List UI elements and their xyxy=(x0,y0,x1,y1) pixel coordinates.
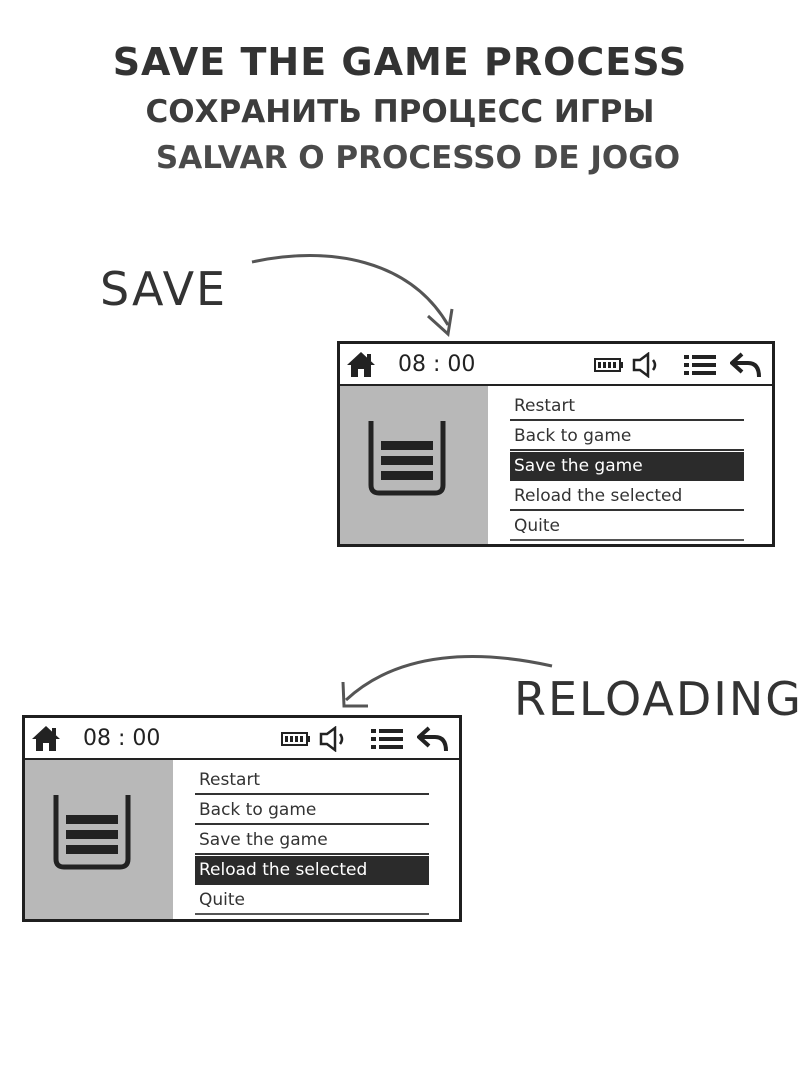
caption-reloading: RELOADING xyxy=(514,672,800,726)
menu-item-save-the-game[interactable]: Save the game xyxy=(510,452,744,481)
menu-item-restart[interactable]: Restart xyxy=(195,766,429,795)
menu-item-save-the-game[interactable]: Save the game xyxy=(195,826,429,855)
heading-english: SAVE THE GAME PROCESS xyxy=(112,40,688,84)
game-list-icon xyxy=(53,795,131,870)
menu-icon[interactable] xyxy=(683,353,717,377)
menu-item-quite[interactable]: Quite xyxy=(510,512,744,541)
menu-item-back-to-game[interactable]: Back to game xyxy=(195,796,429,825)
game-preview-panel xyxy=(25,760,173,919)
home-icon[interactable] xyxy=(345,350,377,378)
menu-item-reload-selected[interactable]: Reload the selected xyxy=(510,482,744,511)
back-arrow-icon[interactable] xyxy=(730,351,762,379)
speaker-icon[interactable] xyxy=(319,726,351,752)
battery-icon xyxy=(594,358,623,372)
game-preview-panel xyxy=(340,386,488,544)
status-bar: 08 : 00 xyxy=(340,344,772,386)
device-screen-save: 08 : 00 Restart Back to g xyxy=(337,341,775,547)
speaker-icon[interactable] xyxy=(632,352,664,378)
clock-time: 08 : 00 xyxy=(398,352,476,377)
battery-icon xyxy=(281,732,310,746)
status-bar: 08 : 00 xyxy=(25,718,459,760)
caption-save: SAVE xyxy=(100,262,228,316)
menu-item-restart[interactable]: Restart xyxy=(510,392,744,421)
pause-menu: Restart Back to game Save the game Reloa… xyxy=(195,766,429,916)
heading-russian: СОХРАНИТЬ ПРОЦЕСС ИГРЫ xyxy=(145,94,655,130)
pause-menu: Restart Back to game Save the game Reloa… xyxy=(510,392,744,542)
menu-item-quite[interactable]: Quite xyxy=(195,886,429,915)
menu-item-back-to-game[interactable]: Back to game xyxy=(510,422,744,451)
game-list-icon xyxy=(368,421,446,496)
heading-portuguese: SALVAR O PROCESSO DE JOGO xyxy=(155,140,681,176)
clock-time: 08 : 00 xyxy=(83,726,161,751)
menu-item-reload-selected[interactable]: Reload the selected xyxy=(195,856,429,885)
back-arrow-icon[interactable] xyxy=(417,725,449,753)
device-screen-reload: 08 : 00 Restart Back to g xyxy=(22,715,462,922)
menu-icon[interactable] xyxy=(370,727,404,751)
home-icon[interactable] xyxy=(30,724,62,752)
